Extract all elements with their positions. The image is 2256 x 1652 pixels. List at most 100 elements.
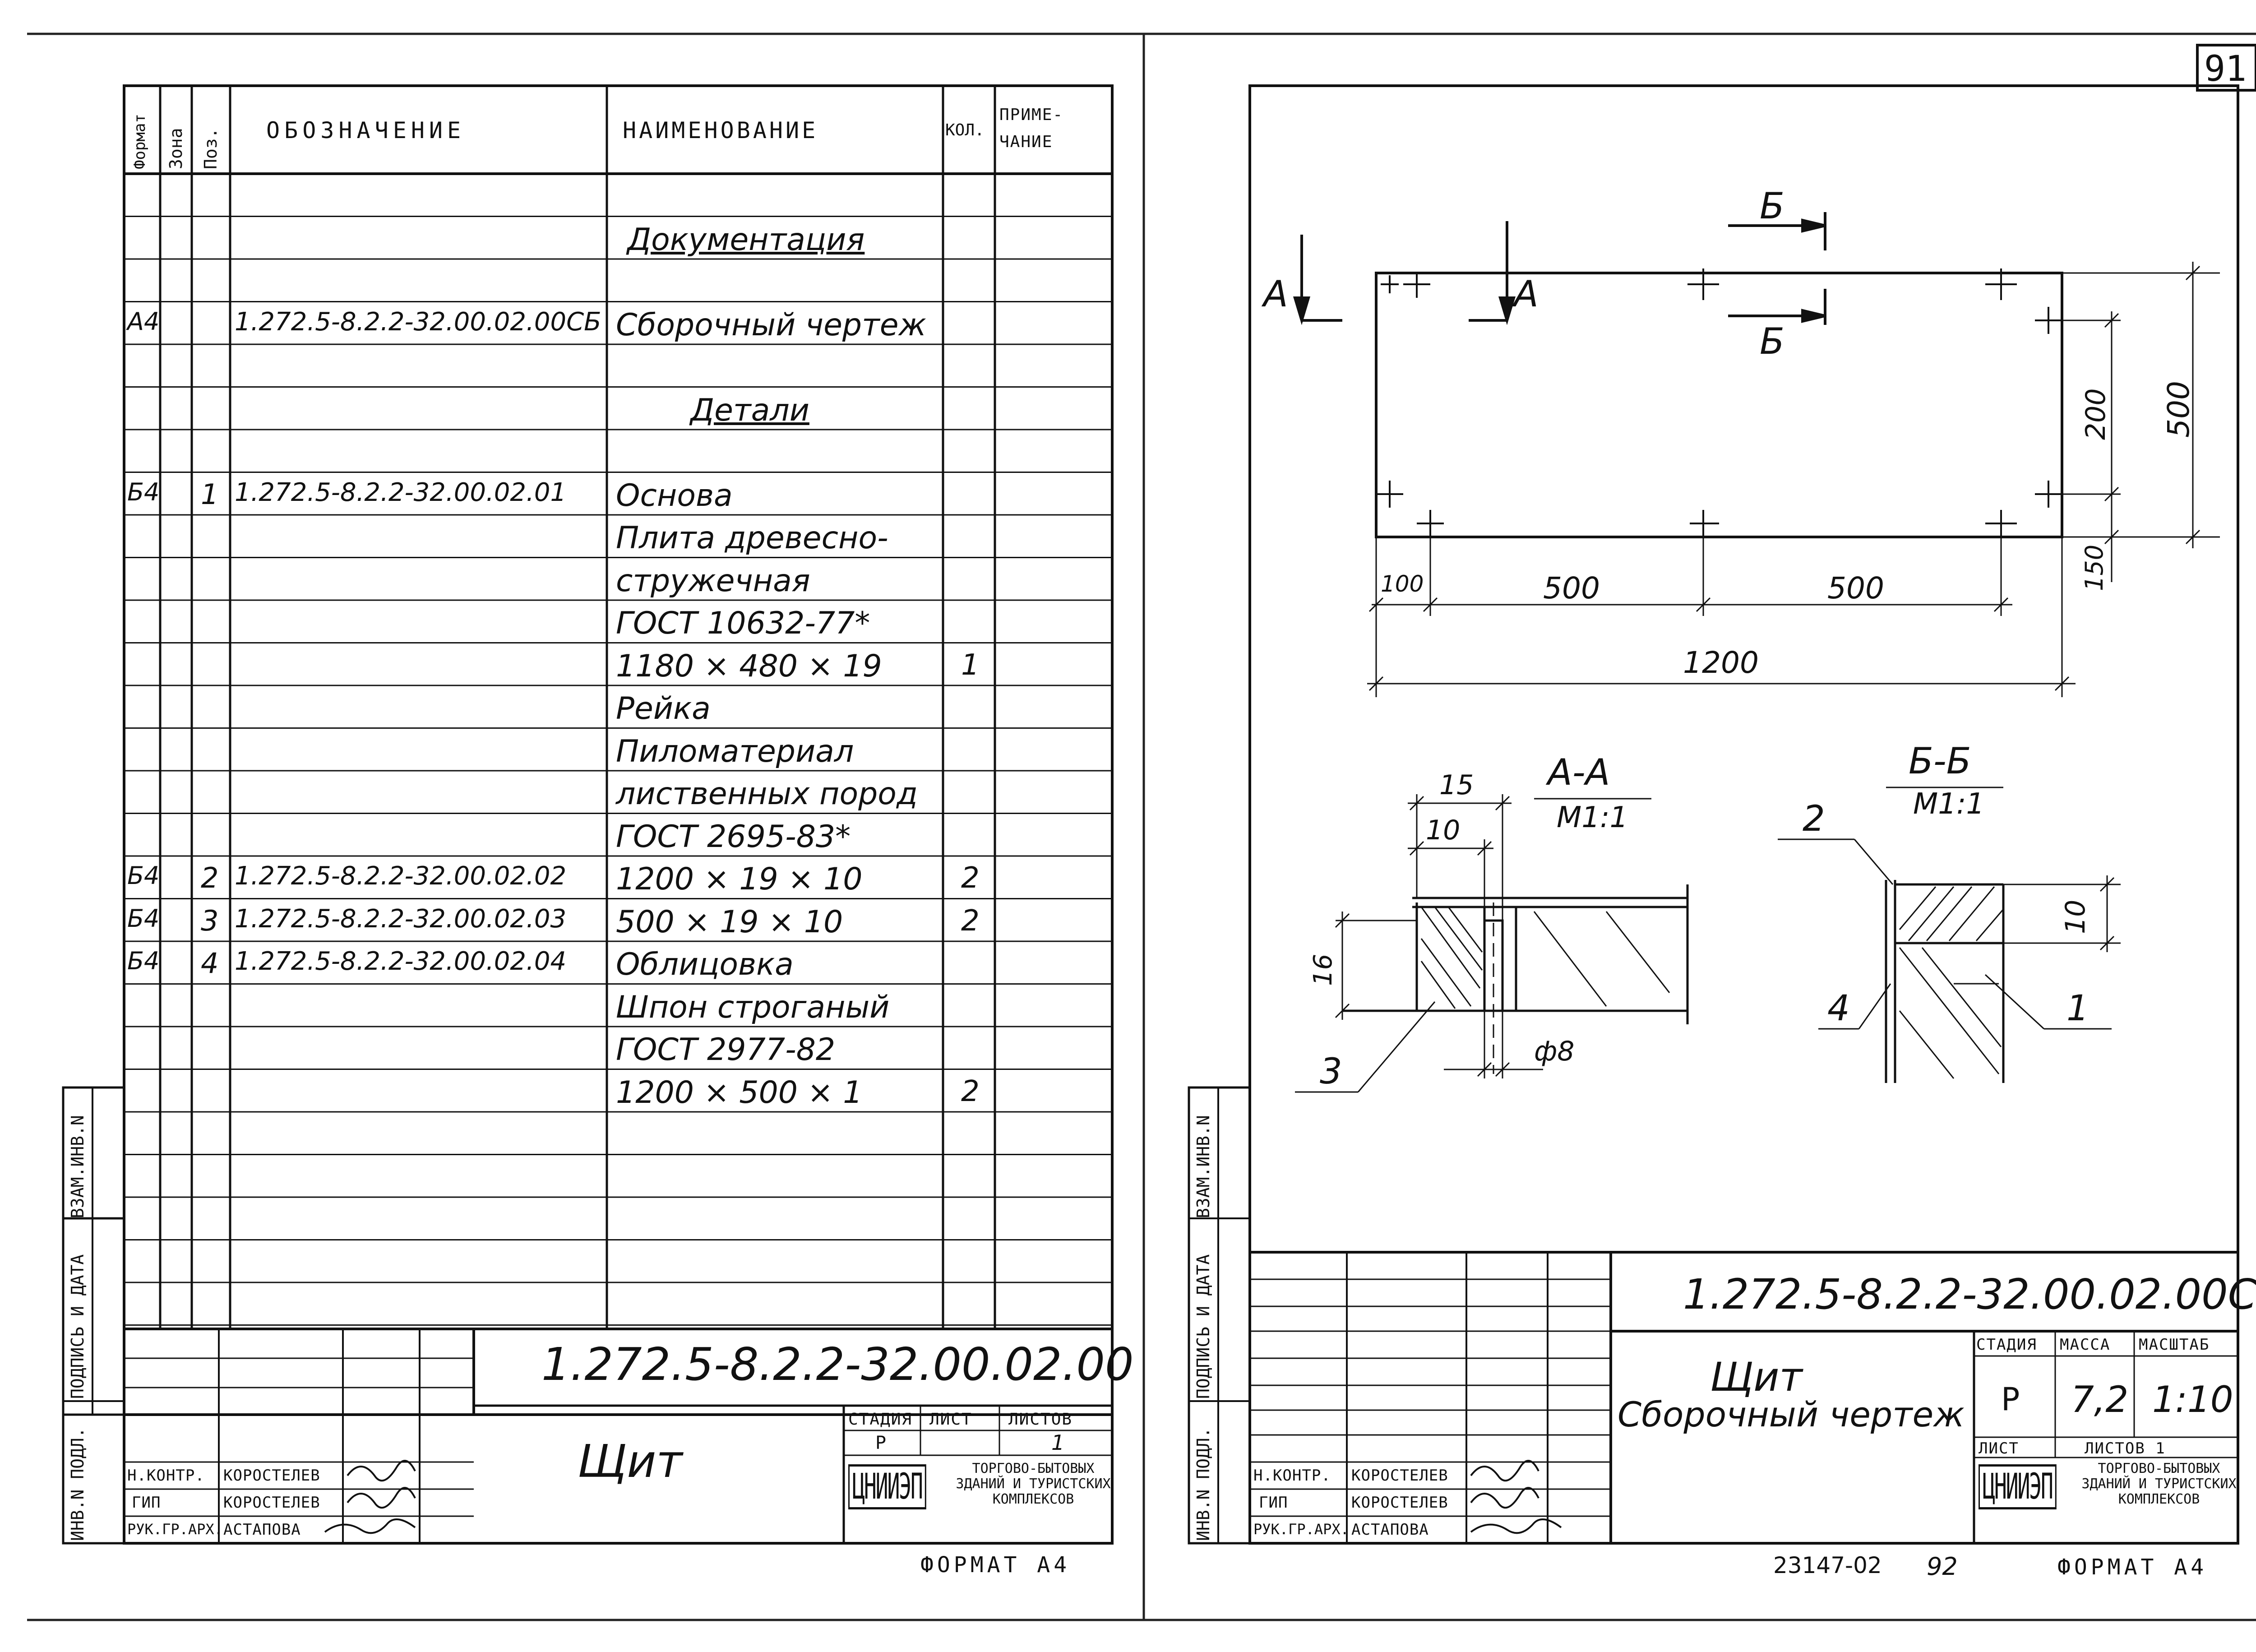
row-qty: 1 [961,648,980,682]
section-a-title: А-А [1548,751,1610,793]
left-role-2: Рук.гр.арх. [127,1521,223,1538]
row-name: 1180 × 480 × 19 [616,648,882,684]
left-role-0: Н.контр. [127,1467,205,1485]
section-mark-b-bottom: Б [1760,320,1784,362]
section-a-dim-f8: ф8 [1534,1036,1575,1067]
row-name: ГОСТ 2977-82 [616,1032,836,1068]
right-scale-label: Масштаб [2139,1336,2210,1354]
right-side-label-inventory: Инв.N подл. [1193,1427,1213,1541]
row-name: 1200 × 19 × 10 [616,861,863,897]
row-format: Б4 [127,904,160,933]
left-doc-title: Щит [578,1435,683,1488]
row-designation: 1.272.5-8.2.2-32.00.02.04 [235,947,567,976]
right-org-logo: ЦНИИЭП [1979,1464,2057,1509]
right-name-0: Коростелев [1351,1467,1448,1485]
right-role-2: Рук.гр.арх. [1253,1521,1349,1538]
right-doc-code: 1.272.5-8.2.2-32.00.02.00СБ [1683,1270,2256,1319]
right-mass-label: Масса [2060,1336,2111,1354]
section-mark-a-right: А [1514,273,1539,315]
row-designation: 1.272.5-8.2.2-32.00.02.01 [235,477,567,507]
row-name: Документация [627,222,865,258]
left-org-text-line2: зданий и туристских [956,1476,1111,1492]
row-name: Шпон строганый [616,989,890,1025]
col-header-designation: Обозначение [266,117,466,143]
dim-height: 500 [2161,381,2196,438]
right-sheet-label: Лист [1979,1439,2019,1458]
right-org-text-line3: комплексов [2118,1491,2200,1507]
row-name: Сборочный чертеж [616,307,926,343]
right-org-text-line1: Торгово-бытовых [2098,1461,2220,1476]
row-pos: 2 [201,861,219,894]
left-name-1: Коростелев [223,1494,320,1512]
leader-1: 1 [2066,988,2089,1029]
dim-left-offset: 100 [1381,571,1424,597]
row-name: стружечная [616,563,810,599]
col-header-qty: Кол. [945,121,985,139]
section-b-dim-10: 10 [2060,899,2091,934]
row-qty: 2 [961,1074,980,1108]
dim-width: 1200 [1683,645,1759,680]
col-header-note: Приме- чание [999,102,1063,156]
right-footer-number-0: 23147-02 [1773,1552,1882,1578]
right-stage-label: Стадия [1976,1336,2037,1354]
row-pos: 4 [201,947,219,980]
section-a-dim-10: 10 [1426,814,1461,846]
row-qty: 2 [961,904,980,938]
left-name-0: Коростелев [223,1467,320,1485]
section-b-scale: М1:1 [1913,787,1985,821]
dim-span2: 500 [1827,571,1884,606]
row-format: Б4 [127,477,160,506]
col-header-note-line2: чание [999,133,1053,151]
row-name: Пиломатериал [616,733,854,769]
left-org-logo: ЦНИИЭП [848,1464,926,1509]
col-header-note-line1: Приме- [999,106,1064,124]
section-mark-b-top: Б [1760,185,1784,227]
left-stage-label: Стадия [848,1410,913,1429]
right-doc-title-line2: Сборочный чертеж [1618,1394,1965,1435]
left-org-text: Торгово-бытовых зданий и туристских комп… [952,1461,1114,1507]
left-sheets-label: Листов [1008,1410,1073,1429]
right-format-label: Формат А4 [2057,1555,2208,1580]
section-a-dim-15: 15 [1439,769,1474,801]
right-org-text-line2: зданий и туристских [2081,1476,2237,1492]
page-number: 91 [2204,49,2247,89]
right-footer-number-1: 92 [1927,1552,1958,1581]
left-org-text-line1: Торгово-бытовых [972,1461,1095,1476]
dim-top-offset: 200 [2080,388,2112,440]
row-name: Облицовка [616,947,794,982]
left-doc-code: 1.272.5-8.2.2-32.00.02.00 [541,1338,1134,1391]
row-name: 1200 × 500 × 1 [616,1074,863,1111]
row-name: 500 × 19 × 10 [616,904,843,940]
row-pos: 1 [201,477,219,511]
left-stage-value: Р [875,1433,891,1453]
row-name: ГОСТ 2695-83* [616,819,851,855]
row-name: Детали [690,392,809,428]
leader-4: 4 [1827,988,1850,1029]
row-name: лиственных пород [616,776,918,812]
row-name: Основа [616,477,733,514]
dim-bottom-offset: 150 [2080,544,2108,591]
row-pos: 3 [201,904,219,937]
left-role-1: ГИП [132,1494,161,1512]
row-designation: 1.272.5-8.2.2-32.00.02.03 [235,904,567,934]
row-name: ГОСТ 10632-77* [616,606,870,641]
right-name-2: Астапова [1351,1521,1429,1539]
right-sheets-label: Листов 1 [2085,1439,2166,1458]
left-format-label: Формат А4 [920,1552,1071,1578]
section-a-scale: М1:1 [1557,801,1628,834]
dim-span1: 500 [1543,571,1600,606]
row-name: Рейка [616,691,711,727]
right-mass-value: 7,2 [2071,1379,2129,1421]
left-sheets-value: 1 [1051,1430,1065,1455]
right-org-text: Торгово-бытовых зданий и туристских комп… [2080,1461,2238,1507]
left-sheet-label: Лист [929,1410,972,1429]
right-side-label-replaced: Взам.инв.N [1193,1115,1213,1218]
right-role-0: Н.контр. [1253,1467,1331,1485]
section-mark-a-left: А [1263,273,1288,315]
section-b-title: Б-Б [1909,740,1971,782]
right-stage-value: Р [2001,1381,2020,1418]
right-doc-title-line1: Щит [1710,1354,1803,1400]
row-designation: 1.272.5-8.2.2-32.00.02.02 [235,861,567,891]
